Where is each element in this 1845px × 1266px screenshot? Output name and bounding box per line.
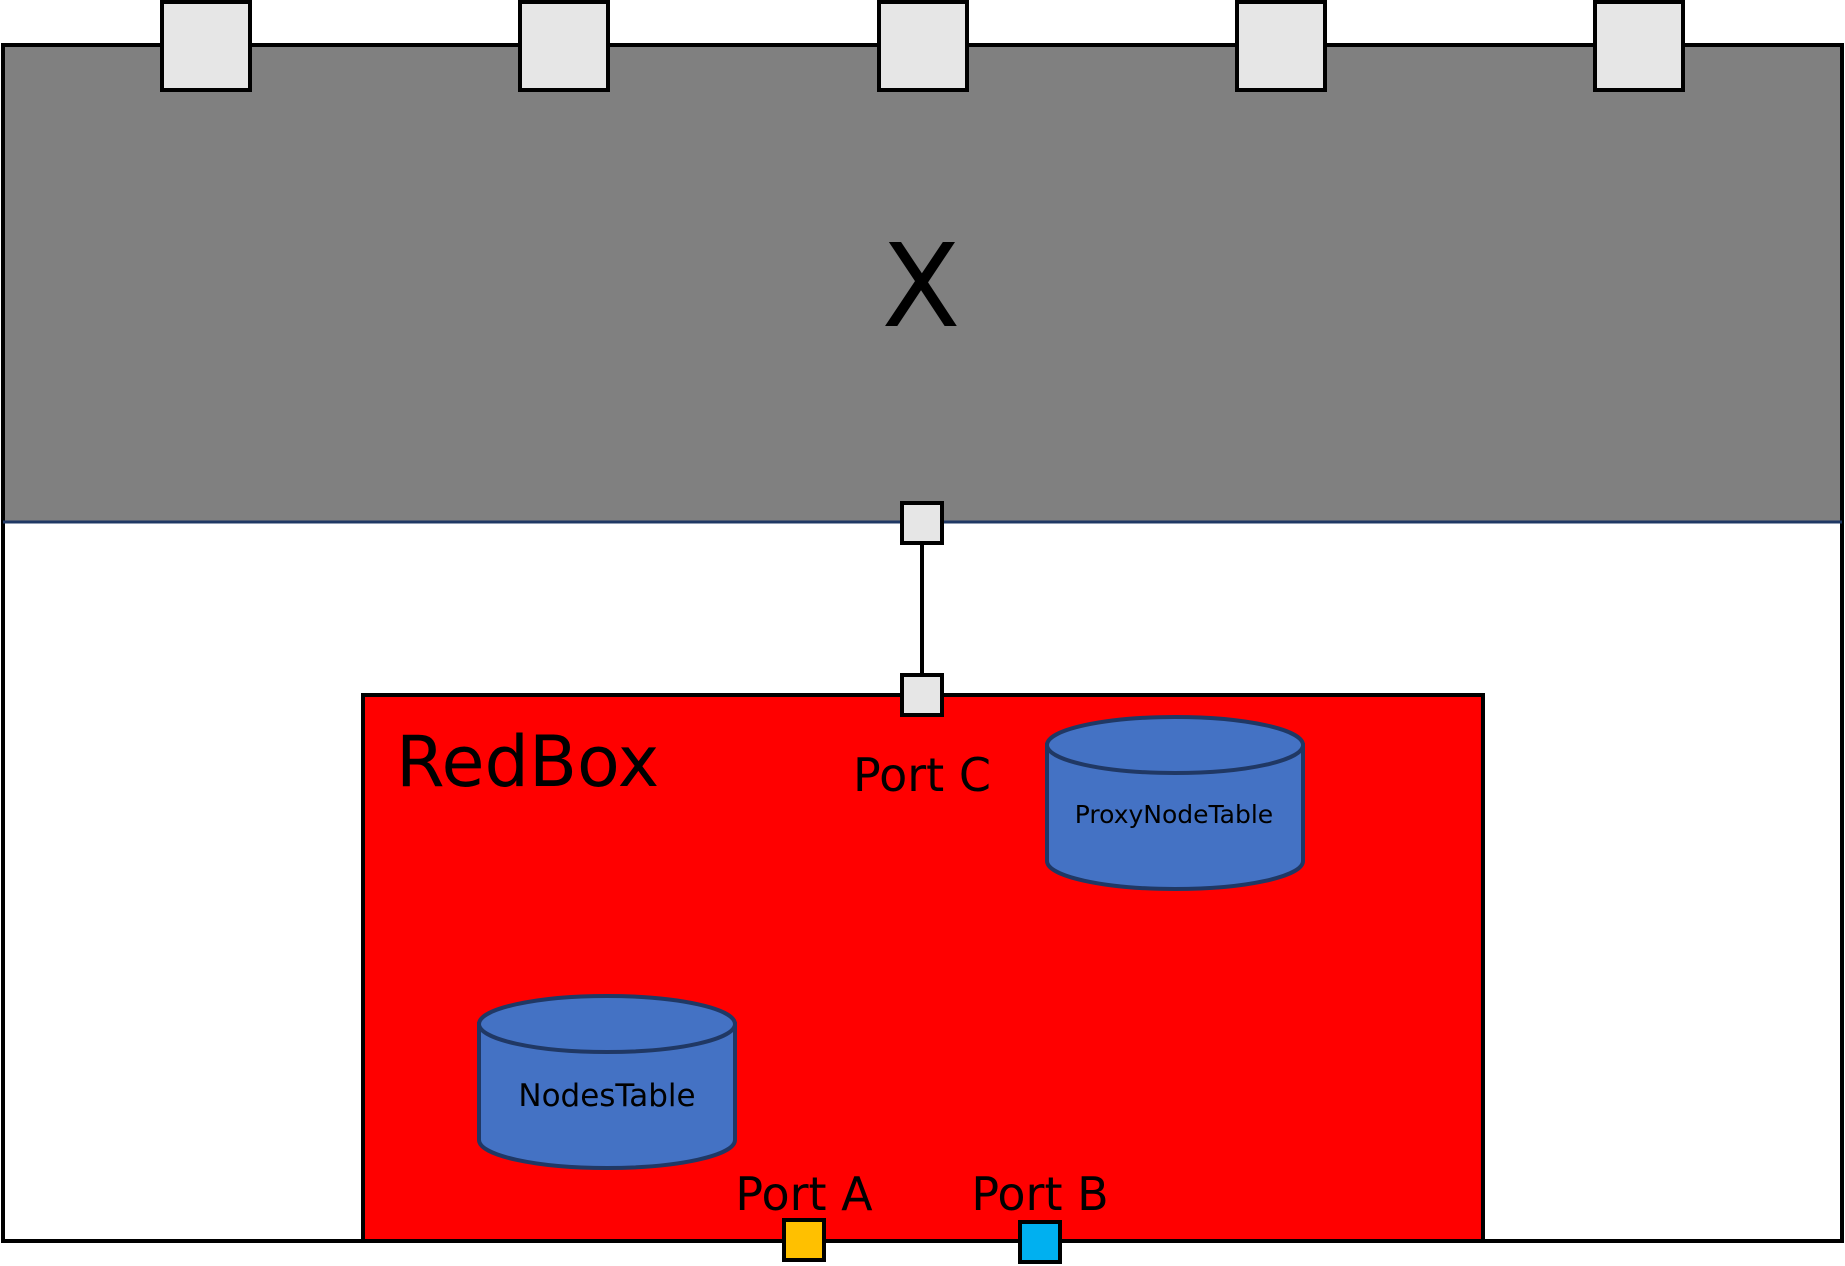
port-b[interactable]	[1018, 1220, 1062, 1264]
device-x-bottom-port[interactable]	[900, 501, 944, 545]
proxy-node-table-label: ProxyNodeTable	[1075, 800, 1273, 829]
port-a[interactable]	[782, 1218, 826, 1262]
port-c-label: Port C	[853, 748, 991, 802]
device-x-top-port-3[interactable]	[877, 0, 969, 92]
nodes-table-label: NodesTable	[518, 1078, 695, 1114]
device-x-top-port-2[interactable]	[518, 0, 610, 92]
port-c[interactable]	[900, 673, 944, 717]
nodes-table-cylinder[interactable]	[477, 994, 737, 1170]
port-b-label: Port B	[971, 1167, 1108, 1221]
device-x-top-port-1[interactable]	[160, 0, 252, 92]
device-x-top-port-5[interactable]	[1593, 0, 1685, 92]
port-a-label: Port A	[735, 1167, 873, 1221]
device-x-box[interactable]	[3, 45, 1842, 522]
proxy-node-table-cylinder[interactable]	[1045, 715, 1305, 891]
redbox-label: RedBox	[396, 721, 659, 803]
device-x-top-port-4[interactable]	[1235, 0, 1327, 92]
device-x-label: X	[882, 220, 961, 354]
